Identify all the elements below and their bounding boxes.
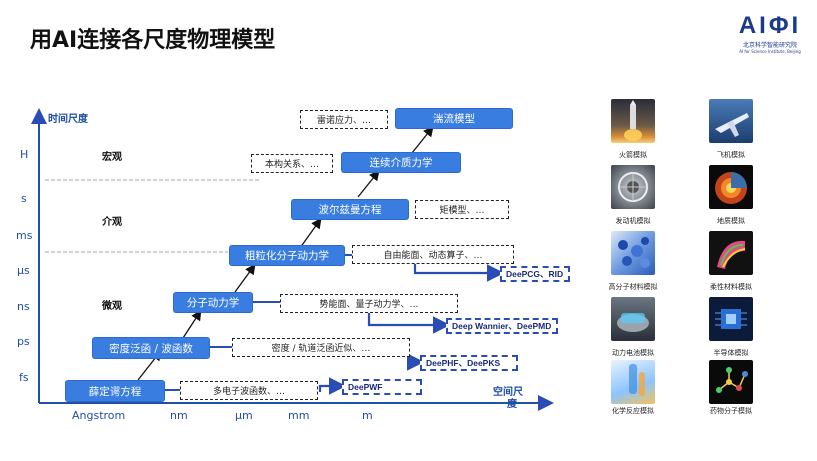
arrow-5 <box>357 169 380 198</box>
approx-pes: 势能面、量子动力学、… <box>280 294 458 313</box>
deep-deepwf: DeePWF <box>342 379 422 395</box>
y-tick-us: μs <box>17 264 30 277</box>
earth-icon <box>709 165 753 209</box>
connector-deepcg <box>413 261 505 282</box>
slide-title: 用AI连接各尺度物理模型 <box>30 28 276 53</box>
logo-mark: AIΦI <box>738 12 802 39</box>
approx-reynolds: 雷诺应力、… <box>300 110 388 129</box>
model-boltzmann: 波尔兹曼方程 <box>292 200 408 219</box>
model-dft: 密度泛函 / 波函数 <box>93 338 209 358</box>
chemistry-icon <box>611 360 655 404</box>
connector-deepmd <box>367 313 451 334</box>
engine-label: 发动机模拟 <box>615 217 651 225</box>
connector-deepwf <box>318 377 347 395</box>
arrow-4 <box>299 217 322 249</box>
model-schrodinger: 薛定谔方程 <box>66 381 164 401</box>
airplane-label: 飞机模拟 <box>717 151 745 159</box>
deep-wannier-deepmd: Deep Wannier、DeePMD <box>446 318 558 334</box>
scale-micro: 微观 <box>102 301 122 312</box>
rocket-label: 火箭模拟 <box>619 151 647 159</box>
scale-macro: 宏观 <box>102 152 122 163</box>
flexible-material-icon <box>709 231 753 275</box>
y-tick-h: H <box>20 148 29 161</box>
y-tick-ns: ns <box>17 300 30 313</box>
model-continuum: 连续介质力学 <box>342 153 460 172</box>
logo-cn-text: 北京科学智能研究院 <box>742 42 797 49</box>
approx-free-energy: 自由能面、动态算子、… <box>352 245 514 264</box>
y-tick-fs: fs <box>19 371 29 384</box>
chemistry-label: 化学反应模拟 <box>612 407 654 415</box>
battery-label: 动力电池模拟 <box>612 349 654 357</box>
arrow-3 <box>234 263 256 293</box>
deep-deephf-deepks: DeePHF、DeePKS <box>420 355 518 371</box>
rocket-icon <box>611 99 655 143</box>
connector-deephf <box>406 353 425 371</box>
x-tick-m: m <box>362 409 373 422</box>
arrow-6 <box>411 125 434 154</box>
arrow-2 <box>182 309 202 339</box>
approx-constitutive: 本构关系、… <box>251 154 333 173</box>
x-tick-um: μm <box>235 409 253 422</box>
x-tick-nm: nm <box>170 409 188 422</box>
battery-icon <box>611 297 655 341</box>
engine-icon <box>611 165 655 209</box>
chip-label: 半导体模拟 <box>713 349 749 357</box>
approx-density: 密度 / 轨道泛函近似、… <box>232 338 410 357</box>
x-tick-angstrom: Angstrom <box>72 409 126 422</box>
drug-molecule-icon <box>709 360 753 404</box>
approx-moment: 矩模型、… <box>415 200 509 219</box>
y-axis-label: 时间尺度 <box>48 114 88 125</box>
chip-icon <box>709 297 753 341</box>
model-turbulence: 湍流模型 <box>396 109 512 128</box>
x-axis-label-line1: 空间尺 <box>493 387 523 398</box>
polymer-icon <box>611 231 655 275</box>
aisi-logo: AIΦI 北京科学智能研究院 AI for Science Institute,… <box>735 14 805 60</box>
y-tick-ms: ms <box>16 229 33 242</box>
polymer-label: 高分子材料模拟 <box>608 283 658 291</box>
y-tick-ps: ps <box>17 335 30 348</box>
approx-multielectron: 多电子波函数、… <box>180 381 318 400</box>
drug-molecule-label: 药物分子模拟 <box>710 407 752 415</box>
x-axis-label-line2: 度 <box>507 399 517 410</box>
deep-deepcg-rid: DeePCG、RID <box>500 266 570 282</box>
y-tick-s: s <box>21 192 27 205</box>
logo-en-text: AI for Science Institute, Beijing <box>739 49 801 54</box>
flexible-material-label: 柔性材料模拟 <box>710 283 752 291</box>
model-md: 分子动力学 <box>174 293 252 312</box>
earth-label: 地质模拟 <box>717 217 745 225</box>
model-cgmd: 粗粒化分子动力学 <box>230 246 344 265</box>
x-tick-mm: mm <box>288 409 310 422</box>
airplane-icon <box>709 99 753 143</box>
scale-meso: 介观 <box>102 217 122 228</box>
